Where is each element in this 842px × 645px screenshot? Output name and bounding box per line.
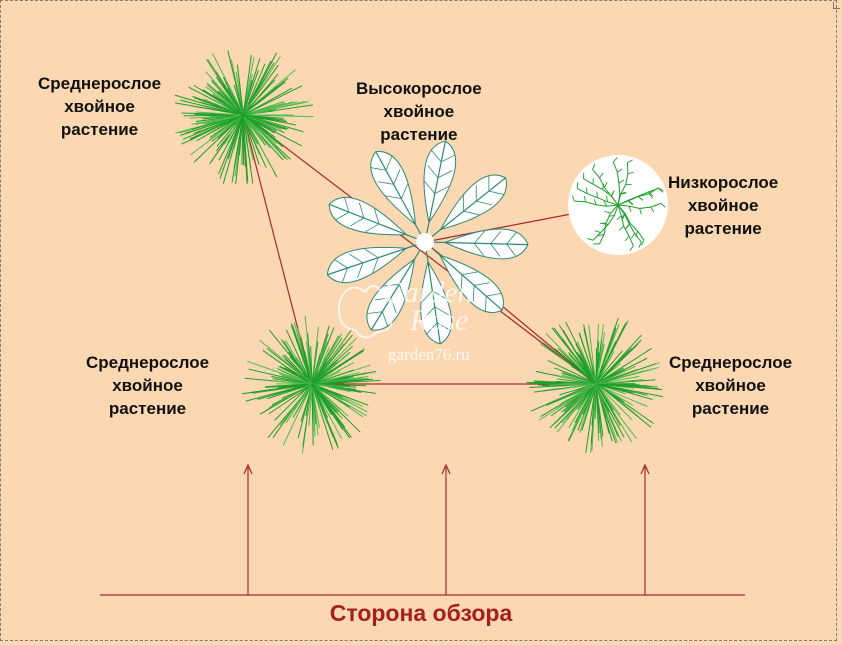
view-arrow [243, 463, 253, 595]
label-line: хвойное [695, 376, 766, 395]
connection-line [242, 114, 597, 385]
tall-conifer [326, 140, 529, 345]
medium-conifer-bottom-right [526, 317, 663, 453]
low-conifer [568, 155, 668, 255]
caption-view-side: Сторона обзора [329, 600, 513, 626]
label-line: растение [60, 120, 139, 139]
svg-text:Rose: Rose [409, 304, 468, 337]
label-line: хвойное [64, 97, 135, 116]
medium-conifer-bottom-left [242, 315, 381, 454]
label-line: хвойное [112, 376, 183, 395]
view-arrow [441, 463, 451, 595]
label-line: Низкорослое [668, 173, 779, 192]
label-tall-conifer: Высокорослое хвойное растение [356, 77, 482, 146]
label-bottom-left-medium-conifer: Среднерослое хвойное растение [86, 351, 209, 420]
label-line: Среднерослое [86, 353, 210, 372]
label-line: растение [380, 125, 458, 144]
label-low-conifer: Низкорослое хвойное растение [668, 171, 778, 240]
medium-conifer-top-left [174, 50, 314, 185]
label-line: Среднерослое [669, 353, 793, 372]
svg-text:Garden: Garden [382, 276, 473, 309]
view-arrows [243, 463, 650, 595]
watermark-site: garden76.ru [388, 345, 470, 364]
label-line: Среднерослое [38, 74, 162, 93]
label-line: растение [691, 399, 770, 418]
frame-corner [833, 2, 840, 9]
label-line: хвойное [687, 196, 759, 215]
label-bottom-right-medium-conifer: Среднерослое хвойное растение [669, 351, 792, 420]
label-line: растение [684, 219, 762, 238]
label-line: хвойное [383, 102, 455, 121]
label-line: растение [108, 399, 187, 418]
view-arrow [640, 463, 650, 595]
label-line: Высокорослое [356, 79, 482, 98]
label-top-left-medium-conifer: Среднерослое хвойное растение [38, 72, 161, 141]
